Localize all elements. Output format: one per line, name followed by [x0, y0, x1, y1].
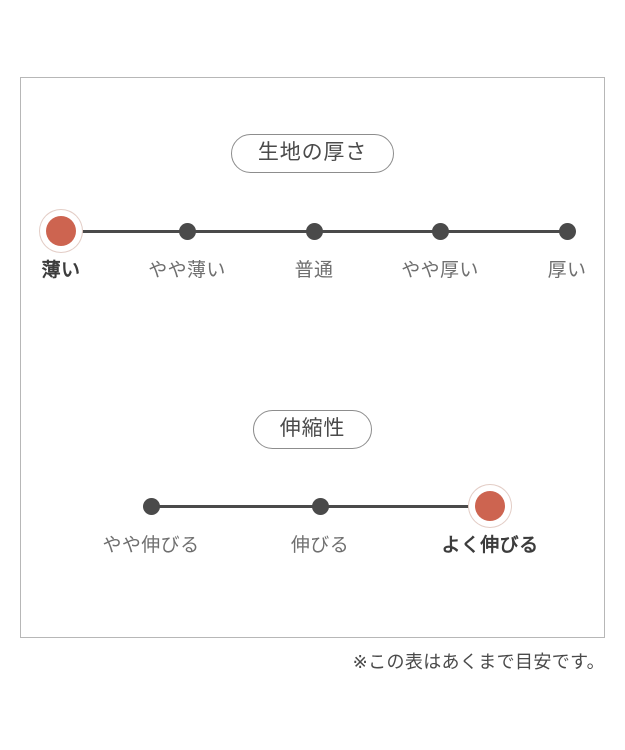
- thickness-scale: 薄い やや薄い 普通 やや厚い 厚い: [21, 211, 604, 301]
- stretch-label-row: やや伸びる 伸びる よく伸びる: [21, 535, 604, 570]
- spec-chart-frame: 生地の厚さ 薄い やや薄い 普通 やや厚い 厚い 伸縮性 やや: [20, 77, 605, 638]
- stretch-dot-1[interactable]: [142, 497, 160, 515]
- stretch-label-yoku-nobiru: よく伸びる: [441, 535, 539, 556]
- thickness-label-atsui: 厚い: [547, 260, 587, 281]
- stretch-dot-selected[interactable]: [475, 491, 505, 521]
- stretch-track-area: [21, 486, 604, 526]
- thickness-label-yaya-usui: やや薄い: [148, 260, 226, 281]
- stretch-label-nobiru: 伸びる: [290, 535, 350, 556]
- thickness-dot-5[interactable]: [558, 222, 576, 240]
- thickness-heading-row: 生地の厚さ: [21, 134, 604, 173]
- thickness-label-row: 薄い やや薄い 普通 やや厚い 厚い: [21, 260, 604, 295]
- stretch-dot-2[interactable]: [311, 497, 329, 515]
- thickness-dot-4[interactable]: [431, 222, 449, 240]
- thickness-dot-selected[interactable]: [46, 216, 76, 246]
- thickness-dot-3[interactable]: [305, 222, 323, 240]
- stretch-heading-row: 伸縮性: [21, 410, 604, 449]
- stretch-heading-pill: 伸縮性: [252, 410, 373, 449]
- stretch-label-yaya-nobiru: やや伸びる: [102, 535, 200, 556]
- thickness-track-area: [21, 211, 604, 251]
- stretch-scale: やや伸びる 伸びる よく伸びる: [21, 486, 604, 576]
- chart-footnote: ※この表はあくまで目安です。: [352, 652, 605, 672]
- thickness-dot-2[interactable]: [178, 222, 196, 240]
- thickness-label-yaya-atsui: やや厚い: [401, 260, 479, 281]
- thickness-label-futsuu: 普通: [294, 260, 334, 281]
- thickness-label-usui: 薄い: [41, 260, 81, 281]
- thickness-heading-pill: 生地の厚さ: [230, 134, 395, 173]
